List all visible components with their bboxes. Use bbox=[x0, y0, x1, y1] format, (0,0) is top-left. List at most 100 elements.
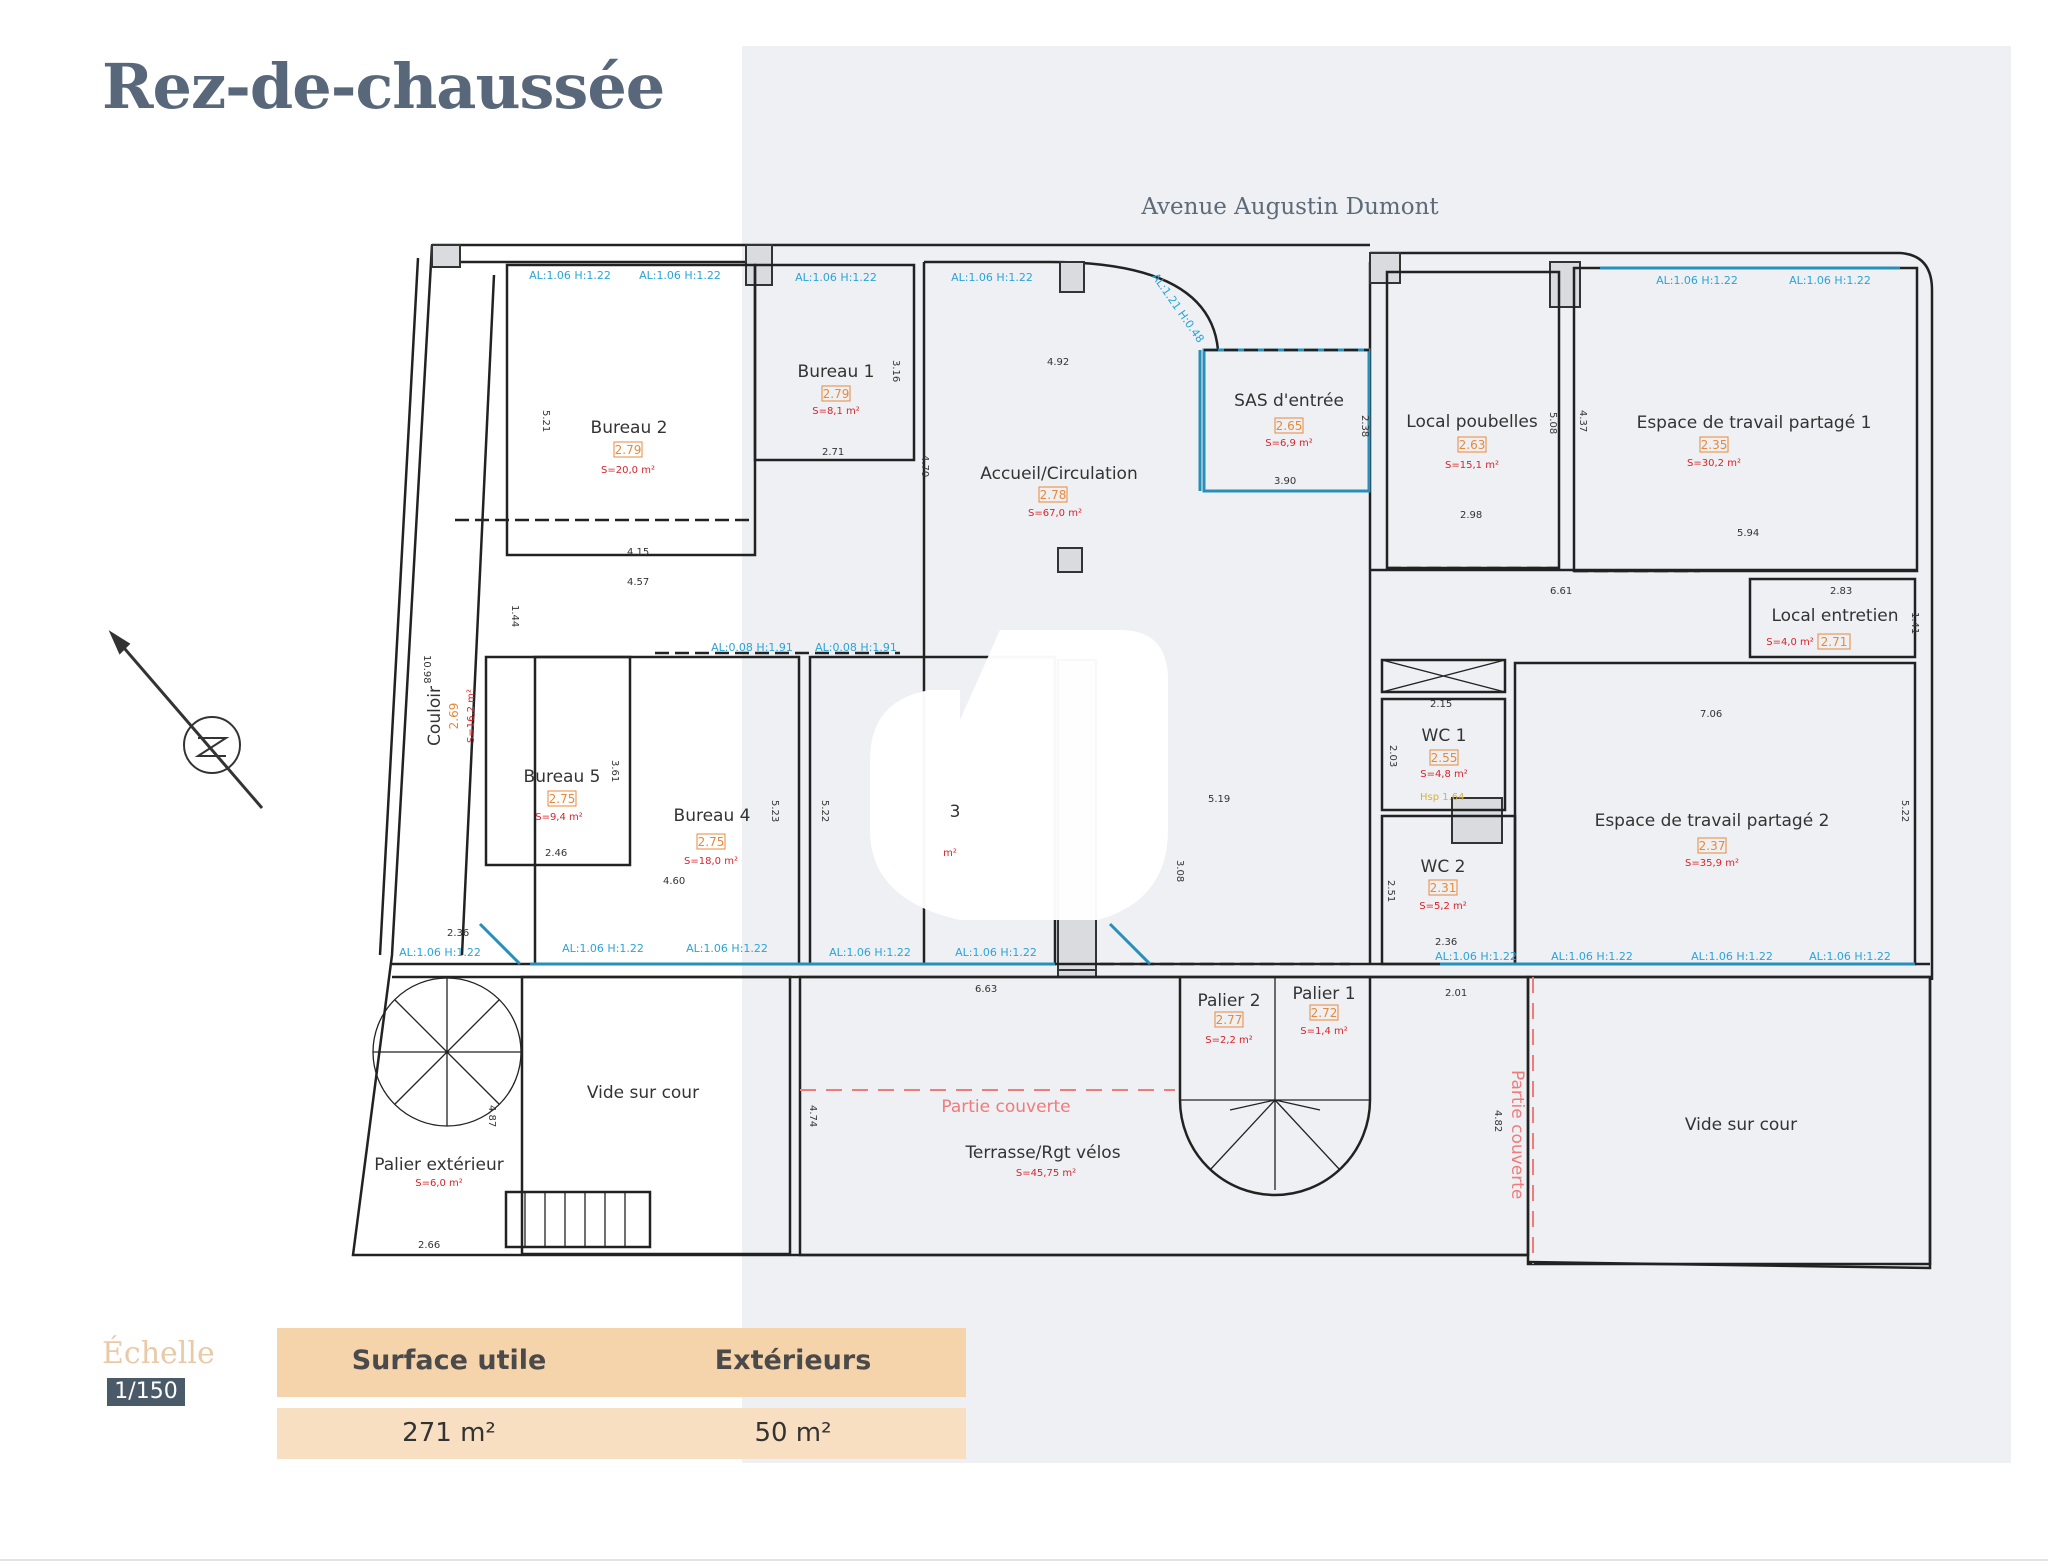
svg-text:S=15,1 m²: S=15,1 m² bbox=[1445, 460, 1499, 471]
svg-text:AL:1.21 H:0.48: AL:1.21 H:0.48 bbox=[1149, 271, 1207, 345]
svg-text:Palier extérieur: Palier extérieur bbox=[374, 1155, 503, 1175]
svg-text:2.66: 2.66 bbox=[418, 1240, 440, 1251]
svg-text:2.79: 2.79 bbox=[823, 387, 850, 401]
svg-text:m²: m² bbox=[943, 848, 957, 859]
svg-text:AL:1.06 H:1.22: AL:1.06 H:1.22 bbox=[686, 942, 768, 955]
room-bureau-1: Bureau 12.79S=8,1 m² bbox=[798, 362, 875, 417]
svg-text:2.51: 2.51 bbox=[1385, 880, 1396, 902]
scale-value: 1/150 bbox=[107, 1378, 185, 1406]
svg-text:1.41: 1.41 bbox=[1909, 612, 1920, 634]
svg-text:SAS d'entrée: SAS d'entrée bbox=[1234, 391, 1344, 411]
svg-text:S=6,9 m²: S=6,9 m² bbox=[1265, 438, 1313, 449]
svg-text:WC 2: WC 2 bbox=[1421, 857, 1466, 877]
svg-text:2.37: 2.37 bbox=[1699, 839, 1726, 853]
svg-text:2.46: 2.46 bbox=[545, 848, 567, 859]
footer-divider bbox=[0, 1559, 2048, 1561]
svg-text:5.22: 5.22 bbox=[1899, 800, 1910, 822]
svg-text:4.70: 4.70 bbox=[919, 455, 930, 477]
svg-text:AL:1.06 H:1.22: AL:1.06 H:1.22 bbox=[951, 271, 1033, 284]
svg-text:2.83: 2.83 bbox=[1830, 586, 1852, 597]
svg-text:Espace de travail partagé 1: Espace de travail partagé 1 bbox=[1637, 413, 1872, 433]
svg-text:2.71: 2.71 bbox=[822, 447, 844, 458]
room-vide-sur-cour-right: Vide sur cour bbox=[1685, 1115, 1797, 1135]
svg-text:6.61: 6.61 bbox=[1550, 586, 1572, 597]
room-espace-2: Espace de travail partagé 22.37S=35,9 m² bbox=[1595, 811, 1830, 869]
svg-text:5.08: 5.08 bbox=[1547, 412, 1558, 434]
svg-text:2.01: 2.01 bbox=[1445, 988, 1467, 999]
svg-text:2.75: 2.75 bbox=[549, 792, 576, 806]
svg-text:2.77: 2.77 bbox=[1216, 1013, 1243, 1027]
svg-text:Couloir: Couloir bbox=[425, 686, 445, 746]
svg-text:4.37: 4.37 bbox=[1577, 410, 1588, 432]
svg-text:Bureau 2: Bureau 2 bbox=[591, 418, 668, 438]
svg-text:5.21: 5.21 bbox=[540, 410, 551, 432]
svg-text:5.23: 5.23 bbox=[769, 800, 780, 822]
svg-text:Local poubelles: Local poubelles bbox=[1406, 412, 1538, 432]
svg-text:S=16,2 m²: S=16,2 m² bbox=[466, 689, 477, 743]
svg-text:AL:1.06 H:1.22: AL:1.06 H:1.22 bbox=[955, 946, 1037, 959]
svg-text:S=20,0 m²: S=20,0 m² bbox=[601, 465, 655, 476]
north-arrow-icon bbox=[108, 630, 264, 809]
svg-text:S=18,0 m²: S=18,0 m² bbox=[684, 856, 738, 867]
svg-text:3.08: 3.08 bbox=[1174, 860, 1185, 882]
svg-text:2.63: 2.63 bbox=[1459, 438, 1486, 452]
room-bureau-3: 3 m² bbox=[943, 802, 960, 859]
svg-text:AL:1.06 H:1.22: AL:1.06 H:1.22 bbox=[1809, 950, 1891, 963]
page-title: Rez-de-chaussée bbox=[102, 50, 665, 123]
svg-text:Palier 2: Palier 2 bbox=[1197, 991, 1260, 1011]
svg-text:AL:1.06 H:1.22: AL:1.06 H:1.22 bbox=[795, 271, 877, 284]
svg-text:Terrasse/Rgt vélos: Terrasse/Rgt vélos bbox=[964, 1143, 1120, 1163]
svg-text:2.98: 2.98 bbox=[1460, 510, 1482, 521]
svg-text:3.16: 3.16 bbox=[890, 360, 901, 382]
svg-text:S=2,2 m²: S=2,2 m² bbox=[1205, 1035, 1253, 1046]
svg-text:5.94: 5.94 bbox=[1737, 528, 1759, 539]
svg-text:AL:1.06 H:1.22: AL:1.06 H:1.22 bbox=[1789, 274, 1871, 287]
svg-text:S=5,2 m²: S=5,2 m² bbox=[1419, 901, 1467, 912]
room-bureau-4: Bureau 42.75S=18,0 m² bbox=[674, 806, 751, 867]
svg-text:Local entretien: Local entretien bbox=[1771, 606, 1898, 626]
svg-text:Bureau 5: Bureau 5 bbox=[524, 767, 601, 787]
svg-text:3.90: 3.90 bbox=[1274, 476, 1296, 487]
svg-text:2.38: 2.38 bbox=[1359, 415, 1370, 437]
svg-text:Vide sur cour: Vide sur cour bbox=[587, 1083, 699, 1103]
svg-text:6.63: 6.63 bbox=[975, 984, 997, 995]
svg-text:AL:1.06 H:1.22: AL:1.06 H:1.22 bbox=[529, 269, 611, 282]
svg-text:2.71: 2.71 bbox=[1821, 635, 1848, 649]
svg-text:Espace de travail partagé 2: Espace de travail partagé 2 bbox=[1595, 811, 1830, 831]
svg-text:AL:0.08 H:1.91: AL:0.08 H:1.91 bbox=[815, 641, 897, 654]
svg-text:AL:1.06 H:1.22: AL:1.06 H:1.22 bbox=[1435, 950, 1517, 963]
svg-text:Palier 1: Palier 1 bbox=[1292, 984, 1355, 1004]
scale-label: Échelle bbox=[102, 1336, 215, 1371]
room-labels: Bureau 2 2.79S=20,0 m² Bureau 12.79S=8,1 … bbox=[374, 362, 1898, 1189]
svg-text:AL:1.06 H:1.22: AL:1.06 H:1.22 bbox=[1656, 274, 1738, 287]
room-palier-2: Palier 2 2.77S=2,2 m² bbox=[1197, 991, 1260, 1046]
svg-text:5.22: 5.22 bbox=[819, 800, 830, 822]
value-exterieurs: 50 m² bbox=[754, 1418, 832, 1448]
value-surface-utile: 271 m² bbox=[402, 1418, 496, 1448]
svg-text:S=9,4 m²: S=9,4 m² bbox=[535, 812, 583, 823]
room-wc-2: WC 22.31S=5,2 m² bbox=[1419, 857, 1467, 912]
svg-text:Vide sur cour: Vide sur cour bbox=[1685, 1115, 1797, 1135]
svg-text:5.19: 5.19 bbox=[1208, 794, 1230, 805]
svg-text:S=1,4 m²: S=1,4 m² bbox=[1300, 1026, 1348, 1037]
svg-text:2.03: 2.03 bbox=[1387, 745, 1398, 767]
interior-walls bbox=[372, 257, 1932, 1266]
street-label: Avenue Augustin Dumont bbox=[1140, 194, 1439, 220]
svg-text:2.35: 2.35 bbox=[1701, 438, 1728, 452]
svg-text:2.36: 2.36 bbox=[447, 928, 469, 939]
svg-text:2.72: 2.72 bbox=[1311, 1006, 1338, 1020]
svg-text:AL:1.06 H:1.22: AL:1.06 H:1.22 bbox=[562, 942, 644, 955]
svg-text:10.98: 10.98 bbox=[421, 655, 432, 684]
svg-text:4.74: 4.74 bbox=[807, 1105, 818, 1127]
svg-text:AL:1.06 H:1.22: AL:1.06 H:1.22 bbox=[1551, 950, 1633, 963]
svg-text:3: 3 bbox=[950, 802, 961, 822]
room-bureau-5: Bureau 5 2.75S=9,4 m² bbox=[524, 767, 601, 823]
header-exterieurs: Extérieurs bbox=[714, 1345, 872, 1376]
svg-text:AL:1.06 H:1.22: AL:1.06 H:1.22 bbox=[639, 269, 721, 282]
